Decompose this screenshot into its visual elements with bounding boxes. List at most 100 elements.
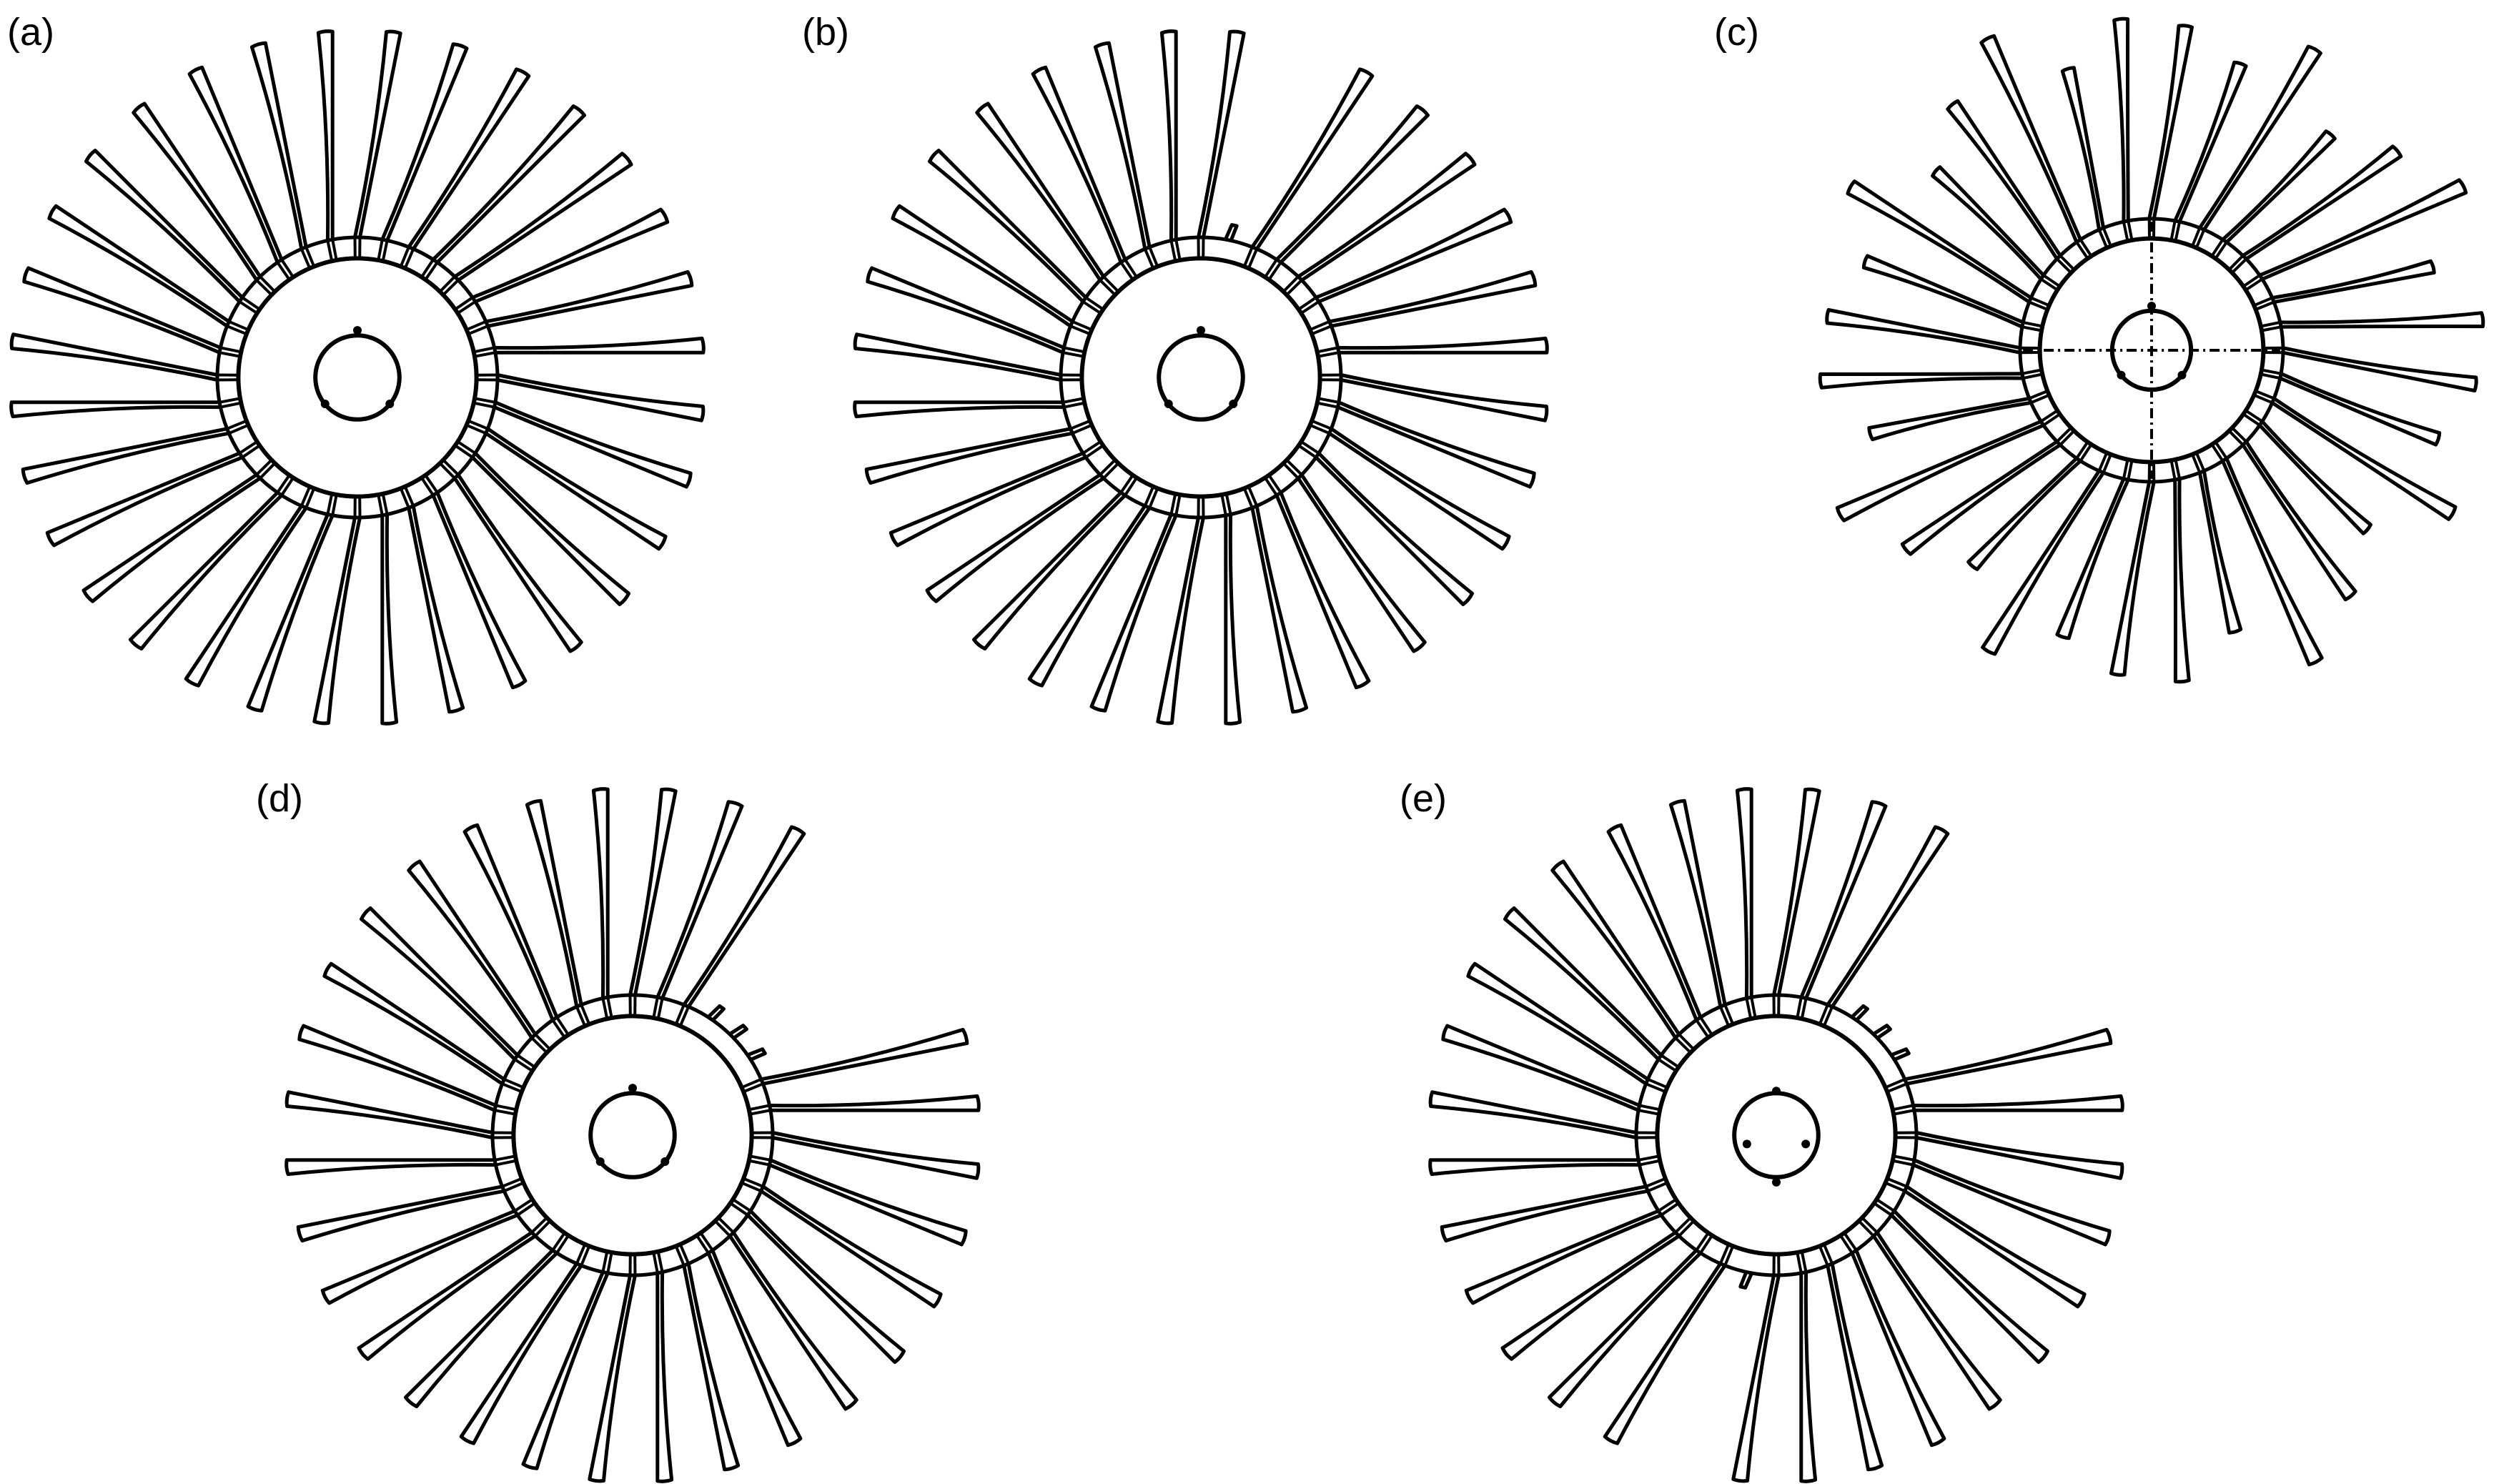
blade-root <box>439 275 460 296</box>
blade <box>588 1275 637 1483</box>
blade-root <box>1069 320 1093 336</box>
blade <box>1799 1272 1818 1483</box>
blade <box>462 823 559 1021</box>
blade-root <box>1638 1154 1661 1167</box>
blade <box>471 452 630 606</box>
blade-root <box>652 1251 664 1274</box>
blade-stub <box>746 1047 767 1062</box>
blade <box>1966 457 2082 571</box>
blade-root <box>575 1004 591 1027</box>
blade-root <box>2056 254 2076 274</box>
hub-disk <box>236 256 479 499</box>
blade <box>84 149 244 303</box>
blade-root <box>1082 296 1104 315</box>
blade <box>1818 372 2024 390</box>
blade-root <box>2097 452 2112 473</box>
blade-root <box>2227 426 2247 446</box>
blade-root <box>551 1016 570 1039</box>
blade-root <box>751 1131 773 1139</box>
blade <box>2271 397 2458 521</box>
blade <box>2198 44 2322 231</box>
blade-root <box>2040 409 2061 427</box>
blade-root <box>1317 346 1340 358</box>
blade-root <box>476 373 498 382</box>
blade-root <box>2021 368 2043 380</box>
blade-root <box>1796 1251 1808 1274</box>
blade <box>706 1250 803 1448</box>
panel-label-d: (d) <box>256 777 303 820</box>
blade-root <box>1745 996 1757 1019</box>
hub-disk <box>511 1014 754 1257</box>
blade <box>1464 1209 1662 1305</box>
blade <box>1428 1090 1637 1139</box>
blade <box>459 1262 583 1445</box>
blade <box>2173 60 2248 223</box>
blade-root <box>1242 246 1259 269</box>
blade-root <box>2075 239 2093 259</box>
blade-root <box>377 493 389 516</box>
blade <box>521 1271 610 1470</box>
blade-root <box>473 346 496 358</box>
blade <box>1867 396 2032 442</box>
panel-label-b: (b) <box>802 11 849 54</box>
blade-root <box>1320 373 1342 382</box>
blade-root <box>1169 493 1182 516</box>
blade <box>682 1263 741 1472</box>
blade <box>296 1184 505 1243</box>
blade <box>1275 492 1371 690</box>
panel-label-a: (a) <box>7 11 54 54</box>
blade <box>2147 24 2194 219</box>
blade-root <box>494 1154 517 1167</box>
blade-root <box>1197 496 1205 518</box>
blade <box>2282 346 2478 392</box>
blade-root <box>1895 1131 1917 1139</box>
blade-root <box>219 346 242 358</box>
blade-root <box>530 1217 551 1237</box>
blade <box>853 400 1064 419</box>
blade <box>284 1158 496 1177</box>
blade <box>655 800 744 999</box>
blade-root <box>1818 1243 1834 1267</box>
blade-root <box>473 397 496 409</box>
hub-disk <box>1655 1014 1898 1257</box>
blade <box>1835 420 2044 523</box>
blade <box>2279 372 2442 447</box>
blade <box>485 269 694 328</box>
blade-root <box>1309 320 1332 336</box>
hub-dot <box>660 1157 670 1167</box>
blade-root <box>1772 994 1781 1016</box>
blade-root <box>1060 373 1082 382</box>
blade <box>2221 457 2324 667</box>
blade <box>1904 1027 2113 1086</box>
blade-root <box>741 1177 764 1193</box>
blade <box>1337 400 1536 489</box>
blade-root <box>501 1177 525 1193</box>
hub-dot <box>1772 1087 1781 1096</box>
blade-root <box>326 493 338 516</box>
blade <box>891 204 1074 328</box>
blade-root <box>219 397 242 409</box>
blade <box>760 1184 943 1309</box>
hub-bore <box>1157 333 1245 422</box>
blade <box>431 492 528 690</box>
blade-root <box>1282 459 1303 480</box>
blade <box>761 1027 969 1086</box>
blade <box>1440 1184 1648 1243</box>
blade <box>2272 259 2436 305</box>
blade-root <box>420 259 439 281</box>
blade-root <box>1695 1232 1713 1254</box>
blade-root <box>1718 1004 1735 1027</box>
blade-root <box>1718 1243 1735 1267</box>
blade-root <box>226 419 249 435</box>
blade <box>1946 99 2062 260</box>
blade <box>2242 144 2403 261</box>
blade-root <box>741 1077 764 1094</box>
blade <box>1731 1275 1781 1483</box>
blade <box>2280 311 2485 329</box>
blade-stub <box>1224 223 1239 242</box>
blade <box>9 400 221 419</box>
blade <box>1089 513 1178 713</box>
blade-root <box>494 1104 517 1116</box>
blade <box>728 1231 858 1411</box>
